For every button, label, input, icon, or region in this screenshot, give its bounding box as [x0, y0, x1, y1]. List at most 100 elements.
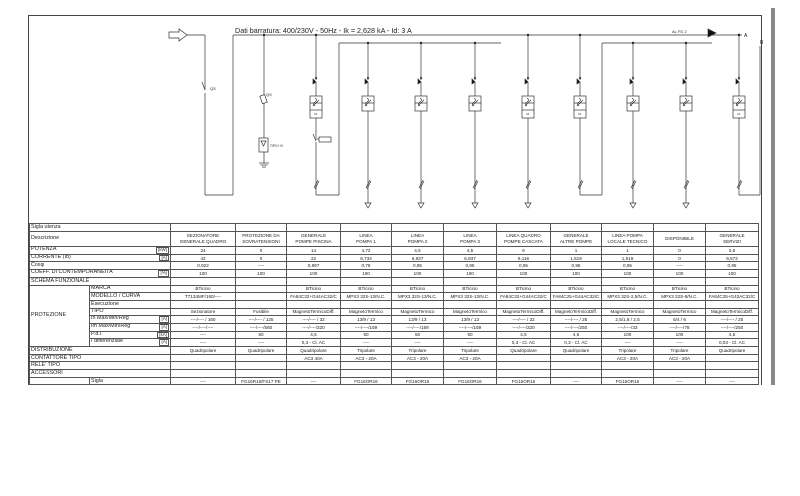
- idiff-cell: ----: [391, 338, 444, 347]
- schema-funzionale-cell: [496, 276, 551, 286]
- row-label: Cosφ: [31, 262, 45, 269]
- accessori-cell: [443, 369, 497, 378]
- breaker-trip-icon: [417, 78, 422, 85]
- contattore-cell: AC3 - 20A: [601, 353, 654, 363]
- sigla-label-cell: Sigla: [89, 376, 171, 386]
- breaker-curve-icon: [364, 97, 372, 107]
- row-label: CONTATTORE TIPO: [31, 354, 82, 361]
- cos-phi-label-cell: Cosφ: [29, 261, 171, 271]
- description-line: LINEA POMPA: [612, 233, 643, 239]
- tipo-label-cell: TIPO: [89, 307, 171, 317]
- tipo-cell: MagnetoTermicoDiff.: [286, 307, 341, 317]
- marca-cell: BTicino: [705, 284, 759, 294]
- cable-slash-icon: [365, 179, 371, 189]
- rele-cell: [235, 361, 287, 371]
- row-label: CORRENTE (Ib): [31, 254, 71, 260]
- potenza-cell: 6: [496, 246, 551, 255]
- bus-b-label: B: [760, 40, 764, 46]
- sigla-cell: FG16OR16: [496, 376, 551, 386]
- af-label: AF: [314, 112, 318, 116]
- load-terminal-icon: [524, 202, 532, 209]
- row-label: In Max/Min/Reg: [91, 315, 129, 322]
- esecuzione-cell: [653, 299, 706, 309]
- contattore-label-cell: CONTATTORE TIPO: [29, 353, 171, 363]
- row-label: Esecuzione: [91, 300, 119, 307]
- marca-cell: BTicino: [496, 284, 551, 294]
- im-cell: ----/----/250: [705, 322, 759, 332]
- coeff-label-cell: [%]COEFF. DI CONTEMPORANEITA': [29, 269, 171, 278]
- table-row-esecuzione: Esecuzione: [30, 299, 759, 309]
- contattore-cell: [550, 353, 602, 363]
- schema-funzionale-cell: [550, 276, 602, 286]
- rele-cell: [496, 361, 551, 371]
- marca-cell: BTicino: [170, 284, 236, 294]
- pdi-cell: 4,5: [550, 330, 602, 340]
- modello-cell: FA84C32+G44AC32/C: [286, 292, 341, 301]
- cable-slash-icon: [526, 180, 532, 190]
- tipo-cell: MagnetoTermico: [391, 307, 444, 317]
- cos-phi-cell: 0,897: [286, 261, 341, 271]
- breaker-curve-icon: [576, 97, 584, 107]
- potenza-cell: 1: [550, 246, 602, 255]
- sigla-cell: FG16OR16: [391, 376, 444, 386]
- esecuzione-cell: [443, 299, 497, 309]
- breaker-trip-icon: [576, 78, 581, 85]
- in-label-cell: [A]In Max/Min/Reg: [89, 315, 171, 324]
- contactor-icon: [312, 133, 317, 142]
- schema-funzionale-cell: [235, 276, 287, 286]
- im-cell: ----/----/320: [286, 322, 341, 332]
- accessori-cell: [340, 369, 392, 378]
- idiff-cell: ----: [443, 338, 497, 347]
- sigla-utenza-cell: [443, 223, 497, 232]
- description-line: SOVRATENSIONI: [242, 238, 280, 244]
- description-line: LINEA: [410, 233, 425, 239]
- sigla-cell: FG16OR16: [443, 376, 497, 386]
- marca-label-cell: MARCA: [89, 284, 171, 294]
- pdi-cell: 50: [235, 330, 287, 340]
- description-line: SERVIZI: [723, 238, 741, 244]
- idiff-cell: 0,3 - Cl. AC: [496, 338, 551, 347]
- single-line-diagram: Dati barratura: 400/230V - 50Hz - Ik = 2…: [168, 26, 764, 209]
- in-cell: ----/---- / 32: [286, 315, 341, 324]
- load-terminal-icon: [629, 202, 637, 209]
- qs-spd-label: QS: [266, 92, 272, 97]
- sheet-link-arrow-icon: [707, 28, 717, 38]
- potenza-cell: 0: [653, 246, 706, 255]
- contattore-cell: AC3 40A: [286, 353, 341, 363]
- cos-phi-cell: ----: [653, 261, 706, 271]
- rele-cell: [340, 361, 392, 371]
- esecuzione-cell: [286, 299, 341, 309]
- breaker-x-icon: [526, 76, 530, 80]
- table-row-idiff: [A]I differenziale--------0,3 - Cl. AC--…: [30, 338, 759, 347]
- schema-funzionale-cell: [286, 276, 341, 286]
- breaker-trip-icon: [629, 78, 634, 85]
- schema-funzionale-cell: [601, 276, 654, 286]
- modello-cell: MPX3 32S-2,5/N.C.: [601, 292, 654, 301]
- unit-label: [A]: [159, 254, 169, 261]
- potenza-cell: 24: [170, 246, 236, 255]
- sigla-utenza-cell: [601, 223, 654, 232]
- table-row-accessori: ACCESSORI: [29, 369, 759, 378]
- coeff-cell: 100: [235, 269, 287, 278]
- modello-cell: FA84C25+G43AC32/C: [705, 292, 759, 301]
- idiff-cell: ----: [653, 338, 706, 347]
- row-label: DISTRIBUZIONE: [31, 346, 73, 353]
- rele-cell: [653, 361, 706, 371]
- description-line: SEZIONATORE: [186, 233, 220, 239]
- qs-label: QS: [210, 86, 216, 91]
- vertical-scrollbar[interactable]: [771, 8, 775, 385]
- breaker-curve-icon: [417, 97, 425, 107]
- sigla-cell: ----: [705, 376, 759, 386]
- cable-slash-icon: [736, 179, 742, 189]
- load-terminal-icon: [364, 202, 372, 209]
- potenza-label-cell: [kW]POTENZA: [29, 246, 171, 255]
- modello-cell: FA84C25+G44AC32/C: [550, 292, 602, 301]
- corrente-cell: 0: [653, 253, 706, 263]
- rele-cell: [705, 361, 759, 371]
- rele-label-cell: RELE' TIPO: [29, 361, 171, 371]
